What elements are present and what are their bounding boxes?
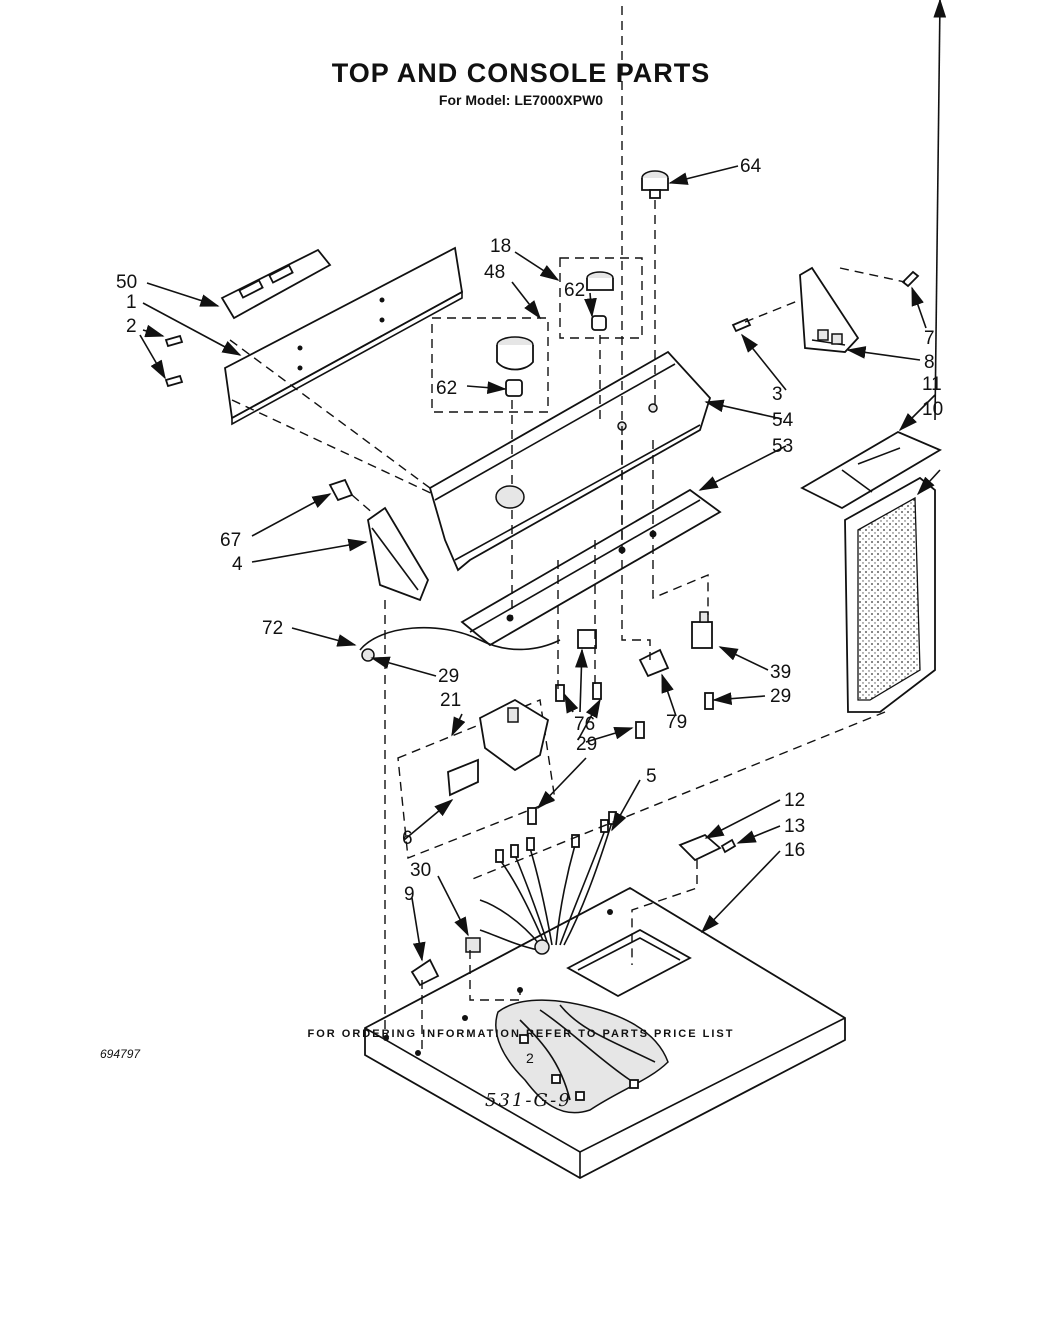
callout-54: 54	[772, 410, 794, 431]
console-panel	[460, 488, 722, 647]
switch-79	[638, 648, 670, 678]
handwritten-note: 531-G-9	[485, 1090, 572, 1111]
callout-2: 2	[126, 316, 137, 337]
knob-48	[496, 336, 534, 397]
callout-5: 5	[646, 766, 657, 787]
callout-53: 53	[772, 436, 793, 457]
callout-6: 6	[402, 828, 413, 849]
callout-67: 67	[220, 530, 241, 551]
callout-13: 13	[784, 816, 805, 837]
callout-18: 18	[490, 236, 511, 257]
switch-39	[691, 611, 713, 649]
callout-11: 11	[922, 374, 942, 395]
callout-62-left: 62	[436, 378, 457, 399]
wire-72	[359, 626, 561, 651]
knob-group-box-18	[559, 257, 643, 339]
callout-7: 7	[924, 328, 935, 349]
callout-16: 16	[784, 840, 805, 861]
callout-1: 1	[126, 292, 137, 313]
assembly-lines	[229, 0, 906, 1050]
callout-8: 8	[924, 352, 935, 373]
callout-29-center: 29	[576, 734, 597, 755]
page-number: 2	[526, 1050, 534, 1066]
callout-50: 50	[116, 272, 137, 293]
callout-64: 64	[740, 156, 762, 177]
terminal-block-12	[678, 833, 722, 862]
callout-10: 10	[922, 399, 943, 420]
callout-72: 72	[262, 618, 283, 639]
callout-29-left: 29	[438, 666, 459, 687]
clip-67	[328, 478, 354, 502]
callout-9: 9	[404, 884, 415, 905]
callout-labels: 64 18 48 62 62 50 1 2 7 8 3 11 10 54 53 …	[116, 156, 943, 905]
callout-12: 12	[784, 790, 805, 811]
timer	[479, 698, 550, 772]
console	[428, 350, 712, 572]
screw-29-left	[361, 648, 375, 662]
knob-18	[586, 271, 614, 331]
callout-29-right: 29	[770, 686, 791, 707]
left-end-cap	[367, 506, 430, 602]
callout-21: 21	[440, 690, 461, 711]
clip-9	[410, 958, 440, 987]
callout-3: 3	[772, 384, 783, 405]
switch-6	[447, 758, 479, 797]
callout-62-right: 62	[564, 280, 585, 301]
callout-30: 30	[410, 860, 431, 881]
switch-76	[577, 629, 597, 649]
knob-64	[641, 170, 669, 199]
callout-39: 39	[770, 662, 791, 683]
callout-4: 4	[232, 554, 243, 575]
callout-79: 79	[666, 712, 687, 733]
page-title: TOP AND CONSOLE PARTS	[331, 58, 711, 88]
leader-arrows	[139, 0, 947, 962]
lower-wire-harness	[495, 999, 669, 1114]
upper-wire-harness	[479, 811, 617, 955]
callout-48: 48	[484, 262, 505, 283]
lint-screen	[844, 476, 936, 713]
right-end-cap	[799, 266, 860, 353]
grommet-30	[465, 937, 481, 953]
document-number: 694797	[100, 1047, 141, 1061]
callout-76: 76	[574, 714, 595, 735]
bracket	[220, 248, 332, 320]
lint-screen-cover	[800, 430, 942, 510]
ordering-footer: FOR ORDERING INFORMATION REFER TO PARTS …	[307, 1028, 735, 1040]
model-subtitle: For Model: LE7000XPW0	[438, 92, 604, 108]
back-panel	[224, 246, 463, 426]
